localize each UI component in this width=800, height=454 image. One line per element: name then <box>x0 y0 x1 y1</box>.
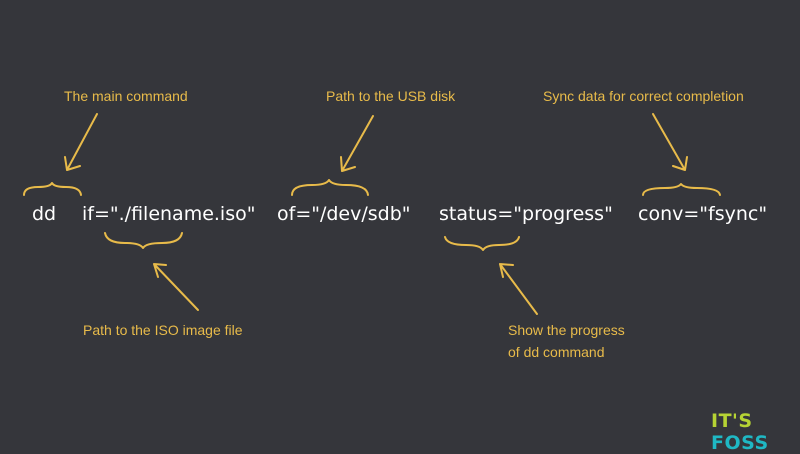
annotation-usb-disk: Path to the USB disk <box>326 88 456 104</box>
logo-part-its: IT'S <box>711 410 753 432</box>
brace-if <box>104 232 183 249</box>
logo-part-foss: FOSS <box>711 432 769 454</box>
arrow-usb-disk <box>340 115 374 172</box>
brace-conv <box>642 183 721 196</box>
arrow-iso-file <box>153 263 199 311</box>
its-foss-logo: IT'S FOSS <box>711 410 800 454</box>
annotation-sync: Sync data for correct completion <box>543 88 744 104</box>
arrow-main-command <box>64 113 98 171</box>
annotation-main-command: The main command <box>64 88 188 104</box>
annotation-progress-line1: Show the progress <box>508 322 625 338</box>
command-of: of="/dev/sdb" <box>277 203 411 225</box>
command-conv: conv="fsync" <box>638 203 768 225</box>
annotation-progress-line2: of dd command <box>508 344 605 360</box>
arrow-sync <box>652 113 688 171</box>
command-status: status="progress" <box>439 203 613 225</box>
annotation-iso-file: Path to the ISO image file <box>83 322 243 338</box>
arrow-progress <box>499 263 538 315</box>
brace-dd <box>23 182 82 196</box>
command-if: if="./filename.iso" <box>82 203 256 225</box>
brace-of <box>291 179 369 196</box>
command-dd: dd <box>32 203 57 225</box>
brace-status <box>444 236 520 251</box>
